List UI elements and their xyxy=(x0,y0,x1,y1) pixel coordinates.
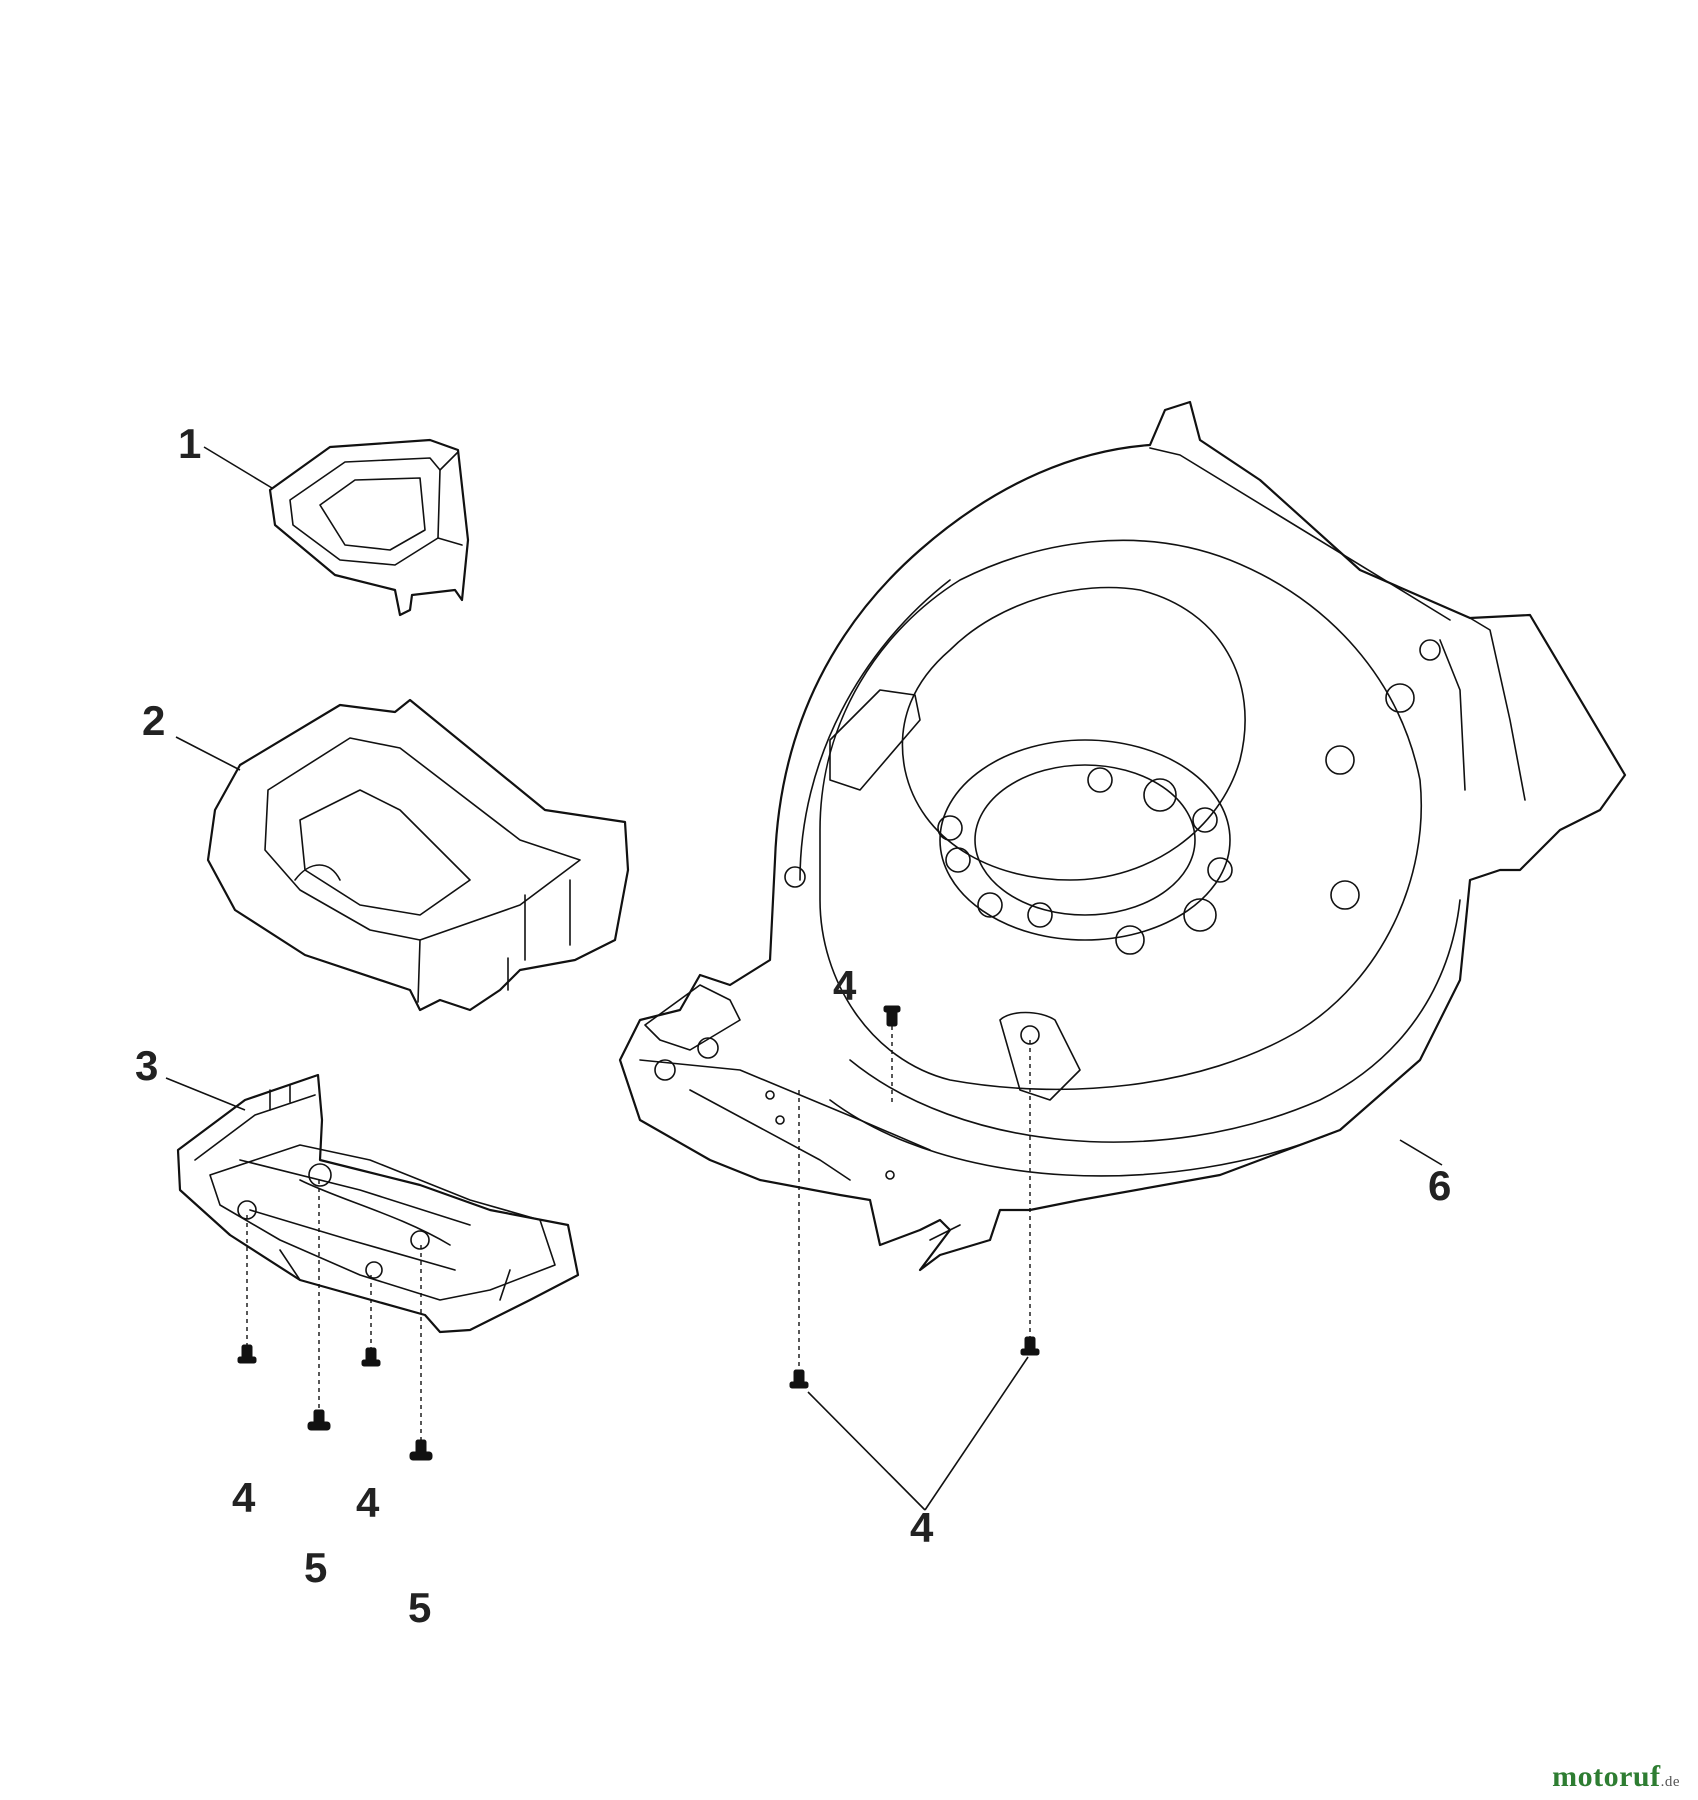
part-1-handle-cover xyxy=(268,438,470,617)
callout-3: 3 xyxy=(135,1042,158,1089)
screw-right-top xyxy=(883,1005,901,1027)
screw-left-d xyxy=(409,1439,433,1461)
screw-right-a xyxy=(789,1369,809,1389)
alignment-lines xyxy=(246,1026,1031,1440)
part-3-guard-plate xyxy=(176,1073,580,1334)
watermark-brand: motoruf xyxy=(1552,1760,1661,1793)
leader-lines xyxy=(165,446,1443,1511)
callout-6: 6 xyxy=(1428,1162,1451,1209)
screw-left-b xyxy=(307,1409,331,1431)
part-6-mower-deck xyxy=(618,400,1627,1272)
callout-4-right-bottom: 4 xyxy=(910,1504,934,1551)
callout-2: 2 xyxy=(142,697,165,744)
callouts: 1 2 3 4 6 4 5 4 5 4 xyxy=(135,420,1451,1631)
screw-left-a xyxy=(237,1344,257,1364)
watermark-suffix: .de xyxy=(1660,1774,1680,1790)
callout-5-left-b: 5 xyxy=(408,1584,431,1631)
screw-right-b xyxy=(1020,1336,1040,1356)
screw-left-c xyxy=(361,1347,381,1367)
callout-4-left-a: 4 xyxy=(232,1474,256,1521)
callout-5-left-a: 5 xyxy=(304,1544,327,1591)
callout-4-right-top: 4 xyxy=(833,962,857,1009)
part-2-front-cover xyxy=(206,698,630,1012)
callout-4-left-b: 4 xyxy=(356,1479,380,1526)
motoruf-watermark-logo: motoruf.de xyxy=(1552,1760,1680,1794)
callout-1: 1 xyxy=(178,420,201,467)
